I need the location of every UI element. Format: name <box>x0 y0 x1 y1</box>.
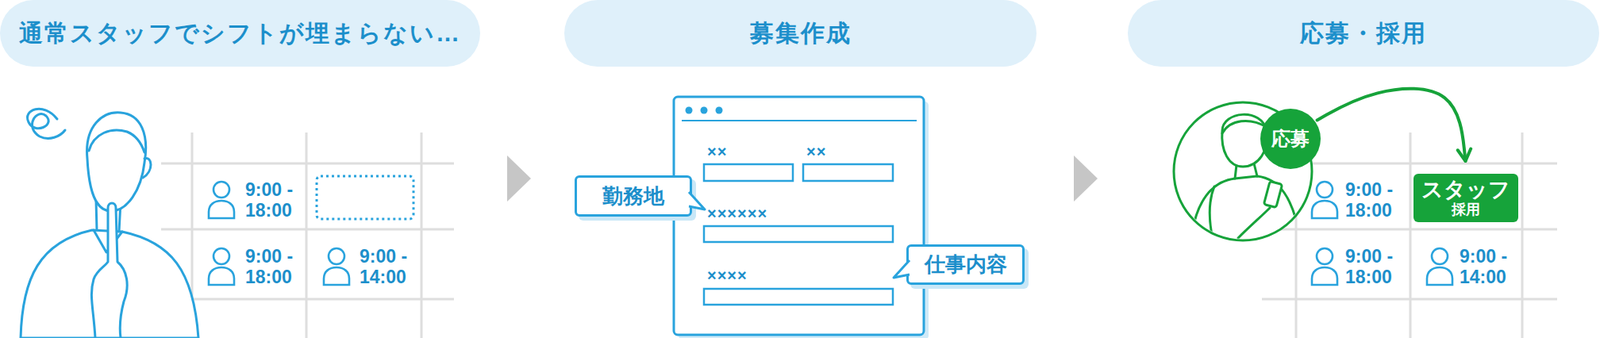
person-hand <box>91 203 127 338</box>
node-text: 通常スタッフでシフトが埋まらない… <box>19 17 462 50</box>
person-icon <box>208 181 235 219</box>
apply-badge: 応募 <box>1260 108 1321 170</box>
window-bar-line <box>681 119 917 122</box>
node-text: 募集作成 <box>750 17 852 50</box>
applicant-body <box>1190 176 1302 247</box>
node-text: 応募・採用 <box>1300 17 1427 50</box>
shift-time: 9:00 - 18:00 <box>245 246 300 288</box>
person-icon <box>208 248 235 285</box>
thinking-person <box>20 108 199 338</box>
flow-arrow <box>1317 88 1466 162</box>
shift-time: 9:00 - 14:00 <box>1459 246 1514 288</box>
person-icon <box>323 248 350 285</box>
shift-time: 9:00 - 14:00 <box>359 246 414 288</box>
person-icon <box>1311 181 1338 219</box>
form-field <box>803 164 893 181</box>
node-text: 勤務地 <box>602 182 665 211</box>
schedule-grid <box>161 132 454 338</box>
window-dot <box>685 107 693 115</box>
person-icon <box>1426 248 1453 285</box>
icon-body <box>208 200 235 219</box>
step-header: 募集作成 <box>564 0 1037 67</box>
node-text: スタッフ <box>1421 177 1511 202</box>
node-text: 仕事内容 <box>924 250 1008 279</box>
person-head <box>87 112 147 212</box>
icon-head <box>213 248 230 265</box>
icon-body <box>1311 200 1338 219</box>
icon-head <box>328 248 345 265</box>
callout-pointer <box>688 190 708 213</box>
person-hair <box>88 130 145 153</box>
icon-head <box>1316 181 1333 198</box>
field-placeholder: ×× <box>707 142 727 162</box>
shift-time: 9:00 - 18:00 <box>1345 179 1400 221</box>
pointer-outline <box>688 192 705 210</box>
step-chevron <box>507 155 531 202</box>
icon-body <box>1311 267 1338 285</box>
step-header: 応募・採用 <box>1127 0 1600 67</box>
pointer-outline <box>893 260 910 278</box>
node-text: 応募 <box>1271 126 1310 152</box>
pointer-fill <box>893 260 910 278</box>
window-dot <box>700 107 708 115</box>
field-placeholder: ×× <box>806 142 827 162</box>
step-chevron <box>1073 155 1098 202</box>
icon-head <box>1316 248 1333 265</box>
hired-box: スタッフ採用 <box>1413 173 1519 223</box>
browser-window <box>673 96 924 335</box>
applicant-strap <box>1209 186 1215 247</box>
form-field <box>703 164 793 181</box>
callout-pointer <box>890 258 910 281</box>
form-field <box>703 288 893 305</box>
icon-body <box>208 267 235 285</box>
callout-box: 仕事内容 <box>906 244 1025 285</box>
window-dot <box>715 107 724 115</box>
callout-box: 勤務地 <box>574 175 693 217</box>
node-subtext: 採用 <box>1451 201 1481 219</box>
icon-head <box>1431 248 1448 265</box>
applicant-arm <box>1238 207 1270 239</box>
field-placeholder: ×××××× <box>707 203 768 224</box>
person-ear <box>142 157 151 178</box>
empty-shift-slot <box>316 176 414 220</box>
icon-body <box>323 267 350 285</box>
shift-time: 9:00 - 18:00 <box>1345 246 1400 288</box>
confusion-swirl <box>27 108 66 139</box>
form-field <box>703 226 893 243</box>
smartphone <box>1263 180 1282 208</box>
shift-time: 9:00 - 18:00 <box>245 179 300 221</box>
pointer-fill <box>688 192 705 210</box>
step-header: 通常スタッフでシフトが埋まらない… <box>0 0 481 67</box>
field-placeholder: ×××× <box>707 265 748 285</box>
icon-body <box>1426 267 1453 285</box>
applicant-hair <box>1222 120 1267 134</box>
person-icon <box>1311 248 1338 285</box>
icon-head <box>213 181 230 198</box>
